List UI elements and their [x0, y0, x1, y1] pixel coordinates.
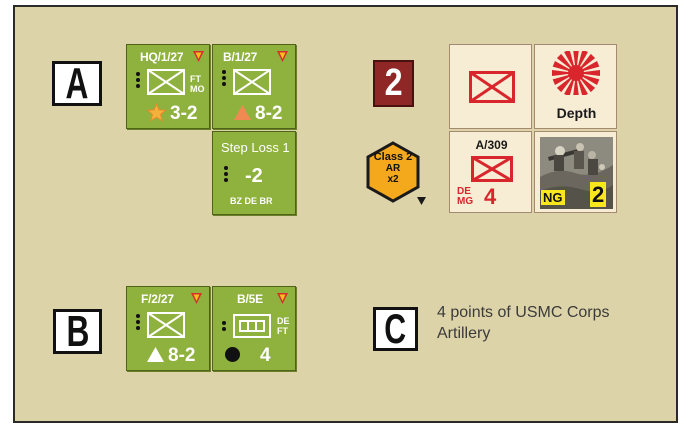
steps-indicator — [224, 166, 228, 184]
steps-indicator — [136, 72, 140, 90]
tag-ft: FT — [277, 327, 288, 336]
counter-f-2-27[interactable]: F/2/27 8-2 — [126, 286, 210, 371]
counter-b-5e[interactable]: B/5E DE FT 4 — [212, 286, 296, 371]
infantry-symbol-icon — [469, 71, 515, 103]
usmc-emblem-icon — [277, 51, 288, 62]
infantry-symbol-icon — [471, 156, 513, 182]
strength-value: 8-2 — [255, 103, 282, 125]
rising-sun-icon — [551, 51, 601, 95]
step-loss-title: Step Loss 1 — [221, 140, 290, 155]
counter-id: F/2/27 — [141, 292, 174, 306]
turn-marker: 2 — [373, 60, 414, 107]
depth-label: Depth — [535, 105, 618, 121]
strength-value: 4 — [484, 184, 496, 210]
artillery-note: 4 points of USMC Corps Artillery — [437, 302, 652, 344]
tag-mo: MO — [190, 85, 205, 94]
naval-gun-value: 2 — [590, 182, 606, 207]
tank-symbol-icon — [233, 314, 271, 338]
japanese-counter-a-309[interactable]: A/309 DE MG 4 — [449, 131, 532, 213]
label-b: B — [53, 309, 102, 354]
japanese-counter-naval-gun[interactable]: NG 2 — [534, 131, 617, 213]
tag-mg: MG — [457, 196, 473, 207]
strength-value: 3-2 — [170, 103, 197, 125]
tag-ft: FT — [190, 75, 201, 84]
infantry-symbol-icon — [147, 312, 185, 338]
caret-down-icon — [417, 196, 426, 205]
counter-id: B/5E — [237, 292, 263, 306]
counter-id: HQ/1/27 — [140, 50, 183, 64]
steps-indicator — [136, 314, 140, 332]
usmc-emblem-icon — [191, 293, 202, 304]
infantry-symbol-icon — [147, 69, 185, 95]
counter-step-loss[interactable]: Step Loss 1 -2 BZ DE BR — [212, 131, 296, 215]
tag-de: DE — [277, 317, 290, 326]
step-loss-tags: BZ DE BR — [230, 196, 273, 206]
turn-number: 2 — [385, 62, 403, 105]
counter-b-1-27[interactable]: B/1/27 8-2 — [212, 44, 296, 129]
triangle-icon — [147, 347, 164, 362]
japanese-counter-infantry[interactable] — [449, 44, 532, 129]
strength-value: 4 — [260, 345, 271, 367]
counter-id: B/1/27 — [223, 50, 257, 64]
marker-line1: Class 2 — [364, 152, 422, 163]
label-a: A — [52, 61, 102, 106]
steps-indicator — [222, 321, 226, 333]
steps-indicator — [222, 70, 226, 88]
infantry-symbol-icon — [233, 69, 271, 95]
counter-id: A/309 — [450, 138, 533, 152]
usmc-emblem-icon — [277, 293, 288, 304]
usmc-emblem-icon — [193, 51, 204, 62]
label-c: C — [373, 307, 418, 351]
class2-ar-marker[interactable]: Class 2 AR x2 — [364, 141, 422, 203]
star-icon — [147, 103, 166, 122]
triangle-icon — [234, 105, 251, 120]
counter-hq-1-27[interactable]: HQ/1/27 FT MO 3-2 — [126, 44, 210, 129]
marker-line3: x2 — [364, 174, 422, 185]
step-loss-value: -2 — [245, 165, 263, 188]
japanese-counter-depth[interactable]: Depth — [534, 44, 617, 129]
naval-gun-tag: NG — [541, 190, 565, 205]
strength-value: 8-2 — [168, 345, 195, 367]
circle-icon — [224, 346, 241, 363]
marker-line2: AR — [364, 163, 422, 174]
